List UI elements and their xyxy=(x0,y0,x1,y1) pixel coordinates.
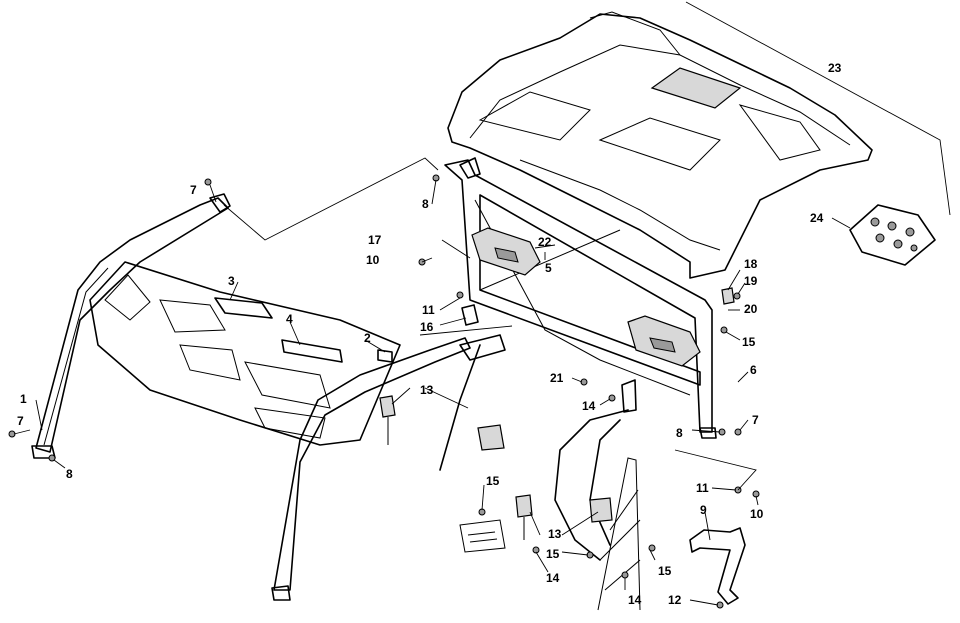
callout-9: 9 xyxy=(700,503,707,517)
callout-17: 17 xyxy=(368,233,382,247)
front-roll-bar xyxy=(31,193,231,459)
callout-11-a: 11 xyxy=(422,303,435,317)
headrest-pad-right xyxy=(627,315,701,367)
callout-7-c: 7 xyxy=(752,413,759,427)
callout-14-b: 14 xyxy=(546,571,560,585)
fasteners xyxy=(8,174,760,609)
callout-13-b: 13 xyxy=(548,527,562,541)
callout-13-a: 13 xyxy=(420,383,434,397)
decal-4 xyxy=(281,339,343,363)
bracket-18 xyxy=(721,287,735,305)
callout-1: 1 xyxy=(20,392,27,406)
callout-2: 2 xyxy=(364,331,371,345)
callout-15-a: 15 xyxy=(742,335,756,349)
decal-2 xyxy=(377,349,393,363)
callout-5: 5 xyxy=(545,261,552,275)
roof-panel xyxy=(447,11,873,279)
belt-mount-plate xyxy=(459,519,506,553)
callout-15-d: 15 xyxy=(658,564,672,578)
callout-labels: 1 2 3 4 5 6 7 7 7 8 8 8 9 10 10 11 11 12… xyxy=(17,61,842,607)
bracket-9 xyxy=(689,527,746,605)
callout-10-a: 10 xyxy=(366,253,380,267)
callout-15-b: 15 xyxy=(486,474,500,488)
callout-7-a: 7 xyxy=(190,183,197,197)
callout-10-b: 10 xyxy=(750,507,764,521)
callout-24: 24 xyxy=(810,211,824,225)
decal-3 xyxy=(214,297,273,319)
hardware-kit xyxy=(849,204,936,266)
callout-21: 21 xyxy=(550,371,564,385)
bracket-16 xyxy=(461,304,479,326)
callout-12: 12 xyxy=(668,593,682,607)
leader-lines xyxy=(13,1,951,606)
callout-6: 6 xyxy=(750,363,757,377)
callout-8-a: 8 xyxy=(66,467,73,481)
callout-23: 23 xyxy=(828,61,842,75)
callout-14-a: 14 xyxy=(582,399,596,413)
callout-22: 22 xyxy=(538,235,552,249)
callout-15-c: 15 xyxy=(546,547,560,561)
callout-14-c: 14 xyxy=(628,593,642,607)
front-pillar-right xyxy=(271,337,471,601)
seat-belt-left xyxy=(379,334,506,471)
callout-20: 20 xyxy=(744,302,758,316)
headrest-pad-left xyxy=(471,227,541,276)
callout-8-b: 8 xyxy=(422,197,429,211)
seat-belt-right xyxy=(515,379,637,561)
callout-19: 19 xyxy=(744,274,758,288)
callout-4: 4 xyxy=(286,312,293,326)
callout-16: 16 xyxy=(420,320,434,334)
callout-3: 3 xyxy=(228,274,235,288)
callout-8-c: 8 xyxy=(676,426,683,440)
callout-7-b: 7 xyxy=(17,414,24,428)
callout-18: 18 xyxy=(744,257,758,271)
callout-11-b: 11 xyxy=(696,481,709,495)
front-panel xyxy=(89,261,401,446)
